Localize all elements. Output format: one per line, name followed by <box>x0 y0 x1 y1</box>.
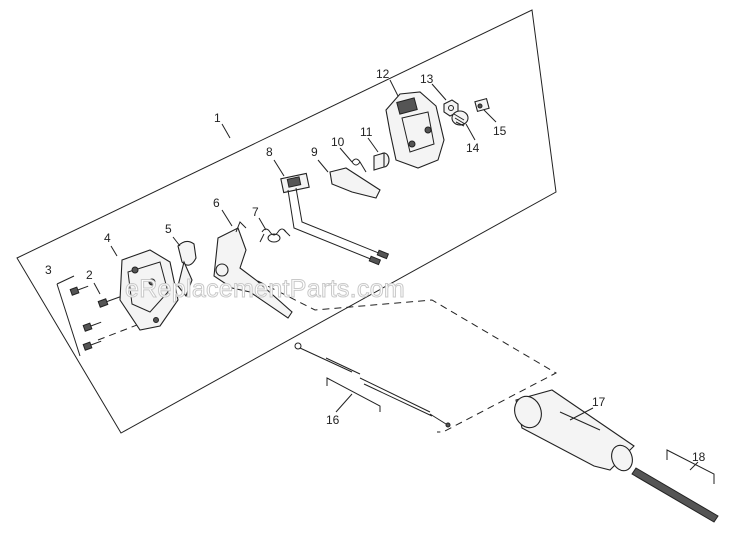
screws-group <box>69 285 121 351</box>
callout-labels: 1 2 3 4 5 6 7 8 9 10 11 12 13 14 15 16 1… <box>45 67 706 464</box>
callout-10: 10 <box>331 135 345 149</box>
dashed-guide-lower <box>97 319 151 341</box>
callout-16: 16 <box>326 413 340 427</box>
callout-4: 4 <box>104 231 111 245</box>
lockout-lever-part <box>329 167 381 199</box>
torsion-spring-part <box>259 228 291 243</box>
callout-13: 13 <box>420 72 434 86</box>
callout-7: 7 <box>252 205 259 219</box>
set-screw-part <box>474 97 490 113</box>
pivot-pin-part <box>373 152 390 171</box>
leader-lines <box>56 79 715 484</box>
small-spring-part <box>351 158 367 173</box>
callout-14: 14 <box>466 141 480 155</box>
callout-15: 15 <box>493 124 507 138</box>
handle-housing-part <box>385 91 445 169</box>
dashed-guide-cable <box>235 269 558 433</box>
callout-1: 1 <box>214 111 221 125</box>
callout-3: 3 <box>45 263 52 277</box>
callout-11: 11 <box>360 125 373 139</box>
coil-spring-part <box>451 110 469 127</box>
callout-17: 17 <box>592 395 606 409</box>
callout-5: 5 <box>165 222 172 236</box>
callout-9: 9 <box>311 145 318 159</box>
drive-shaft-part <box>631 467 719 523</box>
callout-18: 18 <box>692 450 706 464</box>
bracket-part <box>177 240 197 298</box>
throttle-trigger-part <box>213 221 293 319</box>
grip-tube-part <box>514 389 635 472</box>
callout-12: 12 <box>376 67 390 81</box>
assembly-boundary <box>16 9 557 434</box>
watermark-text: eReplacementParts.com <box>125 275 405 303</box>
stop-switch-part <box>280 172 390 266</box>
housing-cover-part <box>119 249 179 331</box>
throttle-cable-part <box>294 342 451 428</box>
callout-2: 2 <box>86 268 93 282</box>
callout-8: 8 <box>266 145 273 159</box>
callout-6: 6 <box>213 196 220 210</box>
